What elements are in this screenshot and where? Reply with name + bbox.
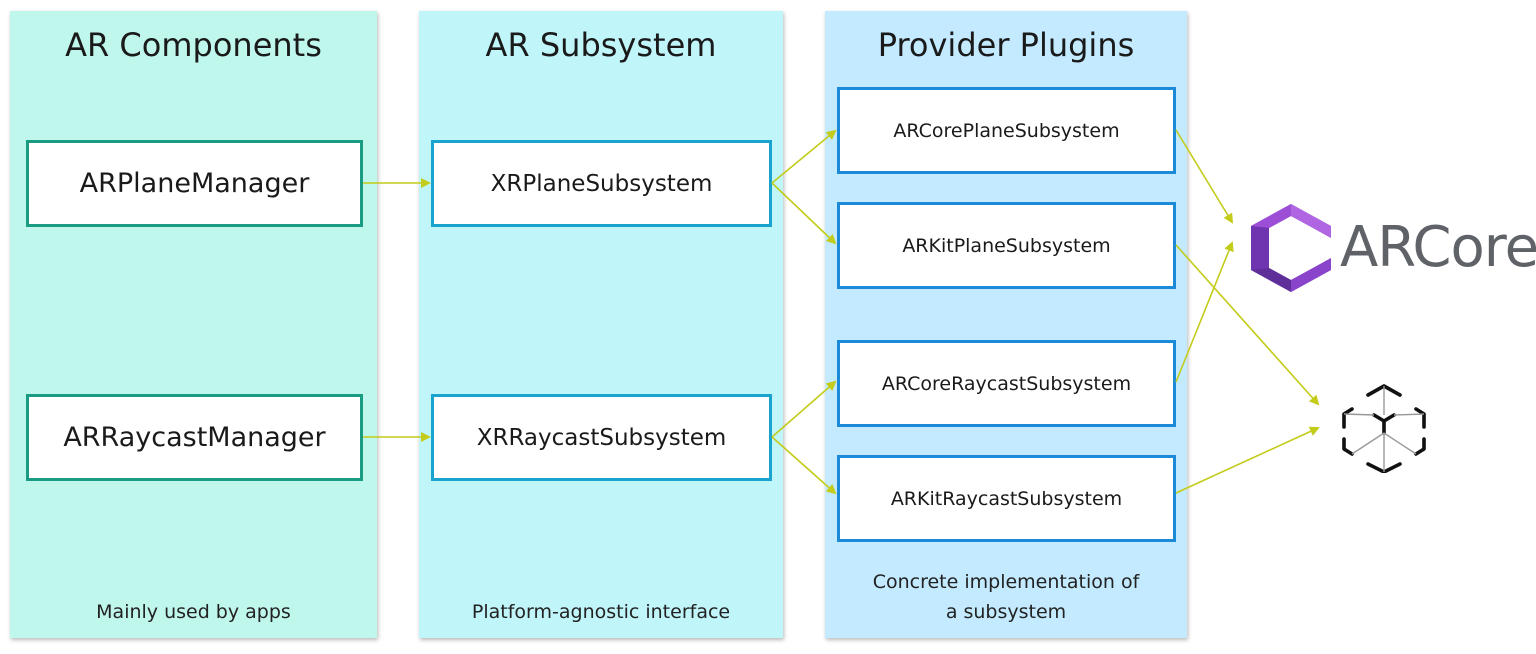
ar-subsystem-column: AR Subsystem Platform-agnostic interface [419, 11, 783, 638]
provider-plugins-title: Provider Plugins [877, 26, 1135, 64]
ar-components-footer: Mainly used by apps [96, 601, 291, 623]
arkit-plane-subsystem-box: ARKitPlaneSubsystem [837, 202, 1176, 289]
ar-raycast-manager-box: ARRaycastManager [26, 394, 363, 481]
arcore-wordmark: ARCore [1340, 215, 1536, 280]
arkit-cube-icon [1342, 384, 1426, 473]
ar-components-title: AR Components [65, 26, 322, 64]
ar-subsystem-footer: Platform-agnostic interface [471, 601, 731, 623]
ar-components-column: AR Components Mainly used by apps [10, 11, 377, 638]
xr-raycast-subsystem-box: XRRaycastSubsystem [431, 394, 772, 481]
arkit-raycast-subsystem-box: ARKitRaycastSubsystem [837, 455, 1176, 542]
arcore-plane-subsystem-box: ARCorePlaneSubsystem [837, 87, 1176, 174]
ar-subsystem-title: AR Subsystem [485, 26, 717, 64]
provider-plugins-footer: Concrete implementation of a subsystem [872, 571, 1140, 623]
arcore-logo-icon [1251, 204, 1331, 292]
xr-plane-subsystem-box: XRPlaneSubsystem [431, 140, 772, 227]
arrow-arkit-raycast-to-arkit [1175, 426, 1320, 494]
ar-plane-manager-box: ARPlaneManager [26, 140, 363, 227]
arcore-raycast-subsystem-box: ARCoreRaycastSubsystem [837, 340, 1176, 427]
